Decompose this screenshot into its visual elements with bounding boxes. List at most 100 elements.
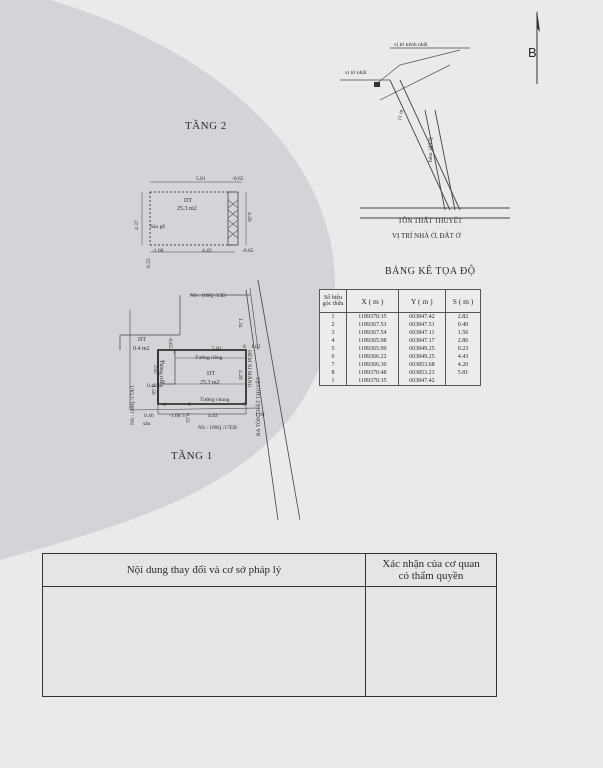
f1-wall-private-1: Tường riêng bbox=[195, 355, 223, 361]
f1-wall-shared: Tường chung bbox=[200, 397, 230, 403]
location-caption: VỊ TRÍ NHÀ Ở, ĐẤT Ở bbox=[392, 232, 461, 240]
coord-cell: 4 bbox=[319, 337, 347, 345]
f1-bottom-neighbor: NS : 189Q /17EB bbox=[198, 425, 237, 431]
coord-cell: 603849.25 bbox=[397, 345, 447, 353]
coord-cell: 4.20 bbox=[445, 361, 481, 369]
f2-left-dim: 4.37 bbox=[134, 220, 140, 230]
coord-cell: 603853.23 bbox=[397, 369, 447, 377]
f2-below-dim: 0.23 bbox=[146, 258, 152, 268]
f1-side-street: RA TÔN THẤT THUYẾT bbox=[256, 376, 262, 436]
coord-cell: 603847.42 bbox=[397, 377, 447, 386]
coord-cell: 1189367.54 bbox=[346, 329, 399, 337]
change-content-header: Nội dung thay đổi và cơ sở pháp lý bbox=[42, 553, 366, 587]
f1-right-dim-top: 1.34 bbox=[237, 318, 243, 328]
coord-cell: 603847.42 bbox=[397, 312, 447, 321]
coord-cell: 603849.25 bbox=[397, 353, 447, 361]
coord-cell: 7 bbox=[319, 361, 347, 369]
f1-dim-156: 1.56 bbox=[150, 385, 156, 395]
coord-cell: 5.81 bbox=[445, 369, 481, 377]
f1-outer-area-value: 0.4 m2 bbox=[133, 346, 150, 352]
approval-cell[interactable] bbox=[365, 586, 497, 697]
f1-dim-162: 1.62 bbox=[251, 344, 261, 350]
f2-inner-label: Sàn gỗ bbox=[150, 224, 166, 230]
f2-top-dim: 5.81 bbox=[196, 176, 206, 182]
coord-header-s: S ( m ) bbox=[445, 289, 481, 313]
f1-dim-040-a: 0.40 bbox=[147, 383, 157, 389]
floor-1-plan bbox=[119, 280, 300, 520]
north-arrow-icon bbox=[536, 10, 540, 84]
coord-cell: 1 bbox=[319, 377, 347, 386]
coord-cell: 1 bbox=[319, 312, 347, 321]
f2-bottom-left-dim: -1.68 bbox=[152, 248, 164, 254]
coord-cell: 5 bbox=[319, 345, 347, 353]
nearest-position-label: vị trí kênh nhất bbox=[394, 42, 428, 48]
coord-cell: 8 bbox=[319, 369, 347, 377]
coord-table-title: BẢNG KÊ TỌA ĐỘ bbox=[385, 266, 476, 277]
f1-bottom-left-dim: -1.68 bbox=[169, 413, 181, 419]
coord-header-y: Y ( m ) bbox=[397, 289, 447, 313]
coord-cell bbox=[445, 377, 481, 386]
f1-top-dim: 5.81 bbox=[212, 346, 222, 352]
change-record-table: Nội dung thay đổi và cơ sở pháp lý Xác n… bbox=[42, 553, 497, 697]
f1-left-neighbor: NS : 189Q /17A/1 bbox=[130, 384, 136, 425]
location-map bbox=[340, 47, 510, 219]
floor-1-title: TẦNG 1 bbox=[171, 450, 213, 462]
coord-cell: 2.86 bbox=[445, 337, 481, 345]
f2-bottom-dim: 4.43 bbox=[202, 248, 212, 254]
f2-area-label: DT bbox=[184, 198, 192, 204]
coord-cell: 0.40 bbox=[445, 321, 481, 329]
coord-cell: 4.43 bbox=[445, 353, 481, 361]
coord-cell: 603847.11 bbox=[397, 329, 447, 337]
f1-bottom-dim: 4.43 bbox=[208, 413, 218, 419]
coord-cell: 2 bbox=[319, 321, 347, 329]
coord-cell: 1189366.22 bbox=[346, 353, 399, 361]
floor-2-title: TẦNG 2 bbox=[185, 120, 227, 132]
f1-pt-8: 8 bbox=[243, 344, 246, 350]
f1-pt-7: 7 bbox=[243, 402, 246, 408]
coord-cell: 1189370.35 bbox=[346, 312, 399, 321]
coord-cell: 603847.17 bbox=[397, 337, 447, 345]
f2-area-value: 25.3 m2 bbox=[177, 206, 197, 212]
f1-dim-287: 2.87 bbox=[152, 365, 158, 375]
f1-top-neighbor: NS : 189Q /13D bbox=[190, 293, 226, 299]
coord-cell: 1189370.48 bbox=[346, 369, 399, 377]
coord-cell: 1.56 bbox=[445, 329, 481, 337]
alley-label: hẻm 189 Q bbox=[428, 137, 434, 162]
f2-top-right-dim: -0.65 bbox=[232, 176, 244, 182]
f1-dim-184: 1.84 bbox=[255, 412, 265, 418]
f1-dim-040-b: 0.40 bbox=[144, 413, 154, 419]
f1-pt-1: 1 bbox=[173, 350, 176, 356]
coord-cell: 2.82 bbox=[445, 312, 481, 321]
floor-2-plan bbox=[141, 181, 247, 253]
coord-cell: 0.23 bbox=[445, 345, 481, 353]
f2-bottom-right-dim: -0.65 bbox=[242, 248, 254, 254]
f1-pt-6: 6 bbox=[188, 402, 191, 408]
f1-outer-area-label: DT bbox=[138, 337, 146, 343]
coord-cell: 1189366.30 bbox=[346, 361, 399, 369]
coord-header-x: X ( m ) bbox=[346, 289, 399, 313]
approval-header: Xác nhận của cơ quan có thẩm quyền bbox=[365, 553, 497, 587]
north-label: B bbox=[528, 45, 537, 60]
change-content-cell[interactable] bbox=[42, 586, 366, 697]
f1-alley-label: HẺM XI MĂNG bbox=[246, 350, 252, 388]
coord-table: Số hiệu góc thửa X ( m ) Y ( m ) S ( m )… bbox=[319, 289, 481, 386]
f1-pt-4: 4 bbox=[163, 402, 166, 408]
position-label: vị trí nhất bbox=[345, 70, 367, 76]
f1-pt-2: 2 bbox=[162, 360, 165, 366]
coord-cell: 3 bbox=[319, 329, 347, 337]
f1-neg-065: -0.65 bbox=[167, 337, 173, 349]
f1-pt-5: 5 bbox=[182, 413, 185, 419]
coord-cell: 1189365.98 bbox=[346, 337, 399, 345]
coord-cell: 1189365.99 bbox=[346, 345, 399, 353]
f1-pt-3: 3 bbox=[162, 380, 165, 386]
f1-area-label: DT bbox=[207, 371, 215, 377]
coord-cell: 1189367.53 bbox=[346, 321, 399, 329]
coord-cell: 1189370.35 bbox=[346, 377, 399, 386]
